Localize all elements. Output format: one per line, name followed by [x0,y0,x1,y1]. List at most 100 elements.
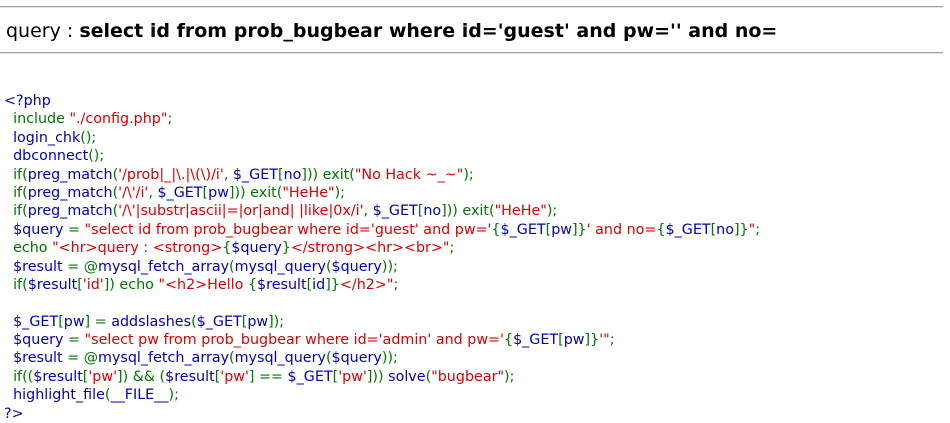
code-token: = [68,332,85,349]
code-token: preg_match [27,166,113,183]
code-line: dbconnect(); [4,147,760,165]
code-token: mysql_query [234,258,326,275]
code-token: $query [231,240,282,257]
code-token: ])) exit( [441,203,495,220]
code-token: ( [104,387,111,404]
code-token: 'pw' [88,368,118,385]
code-token: ( [325,350,332,367]
code-token: pw [563,332,585,349]
code-token: mysql_fetch_array [98,258,230,275]
code-token: if(( [4,368,34,385]
code-line: if(preg_match('/\'|substr|ascii|=|or|and… [4,202,760,220]
code-token: pw [247,313,269,330]
code-token: ] = [84,313,112,330]
code-token: = @ [67,350,99,367]
code-token: ); [546,203,558,220]
code-token: $result [4,258,68,275]
code-token: [ [417,203,424,220]
code-token: "HeHe" [494,203,547,220]
code-token: 'pw' [338,368,367,385]
code-token: $result [27,276,78,293]
code-token: ]} [325,276,340,293]
code-token: { [503,332,514,349]
code-token: ); [168,387,179,404]
code-token: ; [393,276,399,293]
code-token: )); [381,350,398,367]
code-token: $query [331,258,382,275]
code-token: '/\'/i' [118,184,149,201]
code-token: no [283,166,302,183]
code-token: pw [63,313,85,330]
query-display: query : select id from prob_bugbear wher… [6,18,777,44]
code-token: [ [214,368,221,385]
code-token: "<h2>Hello [158,276,248,293]
code-token: ( [112,203,119,220]
code-token: { [491,221,501,238]
code-token: $result [4,350,68,367]
code-token: addslashes [111,313,192,330]
code-token: = @ [67,258,99,275]
code-token: [ [332,368,339,385]
horizontal-rule-top [0,6,943,8]
code-token: [ [306,276,313,293]
code-token: pw [208,184,229,201]
code-token: ]} [733,221,749,238]
code-token: preg_match [27,184,113,201]
code-token: { [247,276,258,293]
code-token: ; [167,111,173,128]
code-token: (); [88,148,105,165]
code-token: ] == [248,368,288,385]
code-token: ( [229,258,235,275]
code-line: highlight_file(__FILE__); [4,386,760,404]
code-token: ]); [268,313,285,330]
code-line: login_chk(); [4,129,760,147]
code-token: $query [4,221,69,238]
code-token: ( [191,313,197,330]
code-token: mysql_fetch_array [98,350,230,367]
code-token: ])) exit( [301,166,355,183]
code-token: ( [112,166,119,183]
code-token: $result [33,368,83,385]
code-token: ); [504,368,515,385]
code-line: $result = @mysql_fetch_array(mysql_query… [4,349,760,367]
code-token: )); [381,258,398,275]
code-token: ( [112,184,119,201]
code-line: <?php [4,92,760,110]
code-token: [ [558,332,564,349]
code-token: [ [58,313,64,330]
code-token: <?php [4,93,51,109]
code-token: $_GET [157,184,203,201]
code-token: , [148,184,158,201]
code-token: include [13,111,70,128]
code-token: $_GET [665,221,711,238]
code-token: ; [609,332,615,349]
code-token: } [281,240,291,257]
code-token: $query [4,332,69,349]
code-token: id [312,276,326,293]
code-line: include "./config.php"; [4,110,760,128]
code-token: pw [551,221,572,238]
code-token: ]) echo [103,276,159,293]
code-token: [ [82,368,89,385]
code-token: ]} [571,221,587,238]
code-line: ?> [4,405,760,423]
code-token: ( [229,350,235,367]
code-token: 'pw' [220,368,249,385]
code-token: = [68,221,85,238]
code-token: mysql_query [234,350,326,367]
code-line: echo "<hr>query : <strong>{$query}</stro… [4,239,760,257]
code-token: $result [257,276,307,293]
code-token: ' and no= [586,221,657,238]
code-token [4,111,13,127]
code-token: "bugbear" [431,368,505,385]
code-token: '/\'|substr|ascii|=|or|and| |like|0x/i' [118,203,364,220]
code-line: if(($result['pw']) && ($result['pw'] == … [4,368,760,386]
code-token: , [363,203,373,220]
code-line: if(preg_match('/prob|_|\.|\(\)/i', $_GET… [4,166,760,184]
code-token: $_GET [372,203,418,220]
code-token: ]) && ( [117,368,166,385]
code-token: if( [4,203,28,220]
code-token: [ [545,221,552,238]
code-token: solve [388,368,426,385]
code-token: ( [325,258,332,275]
